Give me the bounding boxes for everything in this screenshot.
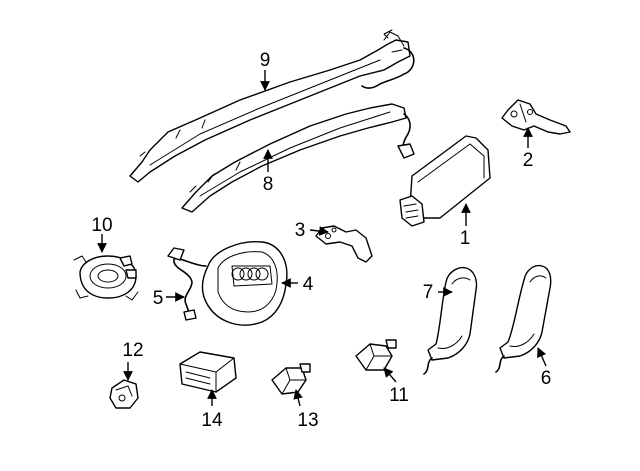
part-10-clock-spring [73, 255, 139, 301]
part-4-driver-airbag [201, 241, 288, 326]
leader-11 [383, 367, 397, 383]
callout-2: 2 [523, 150, 534, 171]
callout-11: 11 [389, 385, 409, 406]
callout-12: 12 [122, 340, 143, 361]
part-5-wiring-harness [167, 247, 207, 321]
part-9-curtain-airbag-upper [129, 29, 415, 183]
part-1-passenger-airbag [399, 135, 491, 227]
leader-3 [309, 226, 329, 236]
leader-lines [97, 70, 547, 407]
part-3-bracket [315, 225, 373, 263]
leader-6 [537, 347, 547, 367]
part-2-bracket [501, 99, 571, 135]
callout-5: 5 [153, 288, 164, 309]
part-11-sensor [355, 339, 397, 371]
part-13-sensor [271, 363, 311, 395]
part-14-control-module [179, 351, 237, 393]
callout-9: 9 [260, 50, 271, 71]
callout-7: 7 [423, 282, 434, 303]
callout-14: 14 [201, 410, 223, 431]
callout-6: 6 [541, 368, 552, 389]
callout-3: 3 [295, 220, 306, 241]
callout-4: 4 [303, 274, 314, 295]
callout-8: 8 [263, 174, 274, 195]
part-7-seat-side-airbag [423, 266, 478, 375]
part-8-curtain-airbag-lower [181, 103, 415, 213]
part-12-impact-sensor [109, 379, 139, 409]
part-6-seat-side-airbag [495, 264, 552, 373]
callout-1: 1 [460, 228, 471, 249]
leader-13 [293, 389, 303, 407]
callout-10: 10 [91, 215, 112, 236]
callout-labels: 9 8 2 1 3 4 5 10 7 6 12 14 13 11 [91, 50, 551, 431]
callout-13: 13 [297, 410, 318, 431]
